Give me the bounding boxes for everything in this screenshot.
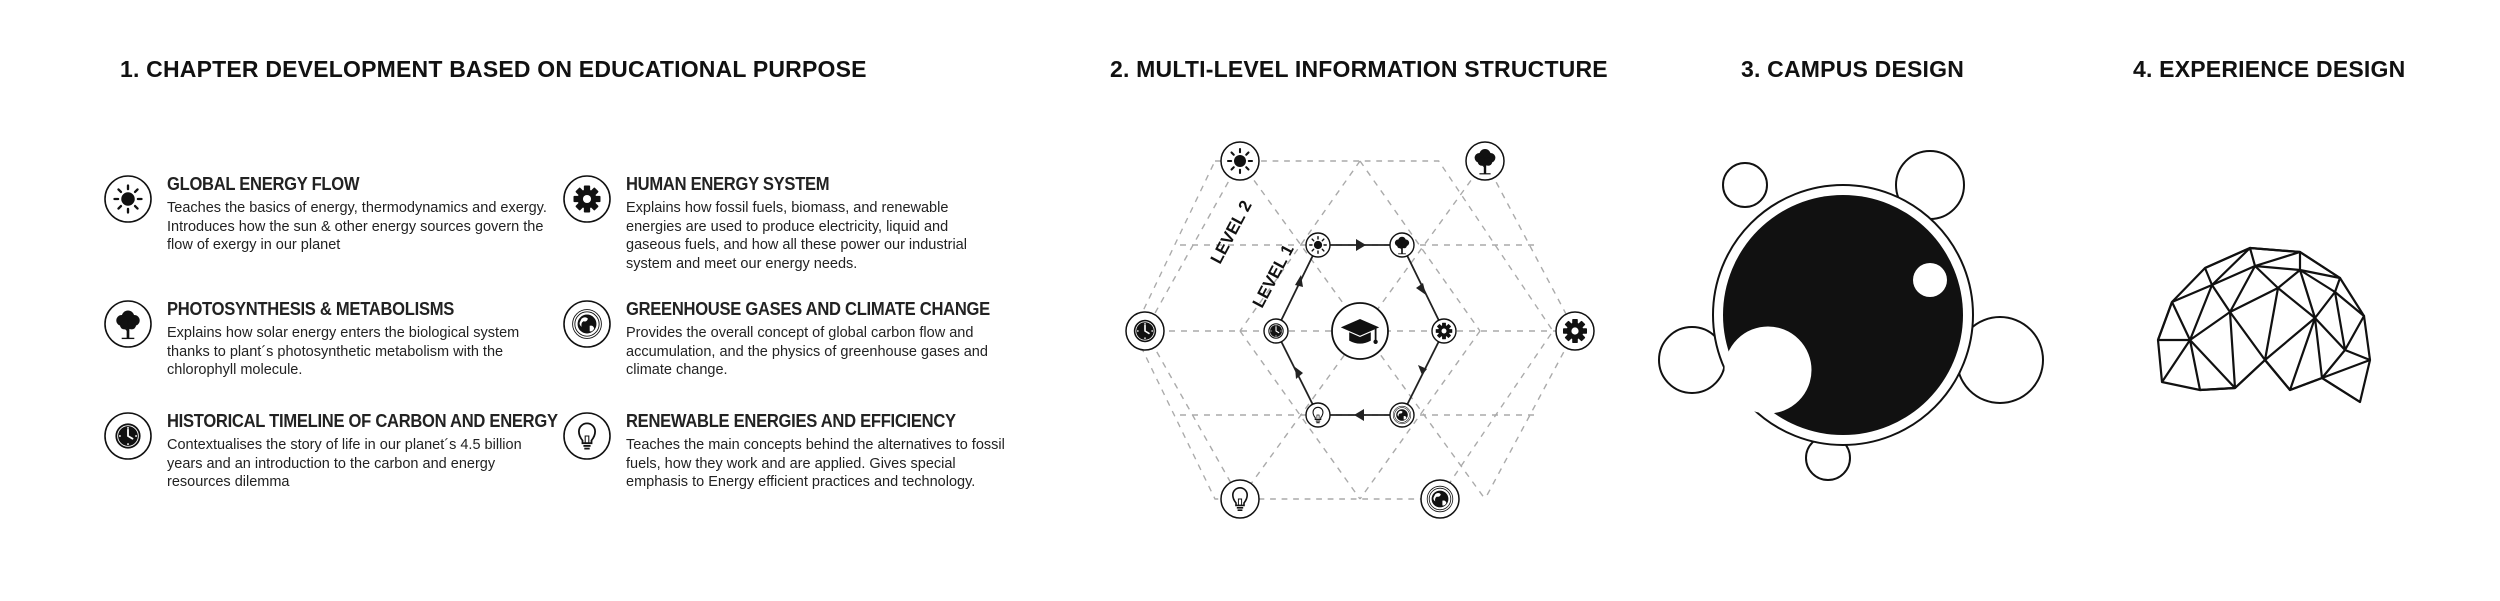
gear-icon: [563, 175, 611, 223]
structure-section-title: 2. MULTI-LEVEL INFORMATION STRUCTURE: [1110, 56, 1608, 82]
campus-section-title: 3. CAMPUS DESIGN: [1741, 56, 1965, 82]
chapter-title: PHOTOSYNTHESIS & METABOLISMS: [167, 299, 455, 319]
campus-void-small: [1913, 263, 1947, 297]
campus-void-large: [1724, 326, 1812, 414]
outer-node-sun: [1220, 141, 1260, 181]
sun-icon: [1226, 147, 1254, 175]
inner-node-globe: [1389, 402, 1415, 428]
experience-section-title: 4. EXPERIENCE DESIGN: [2133, 56, 2406, 82]
chapter-title: RENEWABLE ENERGIES AND EFFICIENCY: [626, 411, 956, 431]
clock-icon: [1267, 322, 1285, 340]
inner-node-tree: [1389, 232, 1415, 258]
level-1-arrows: [1295, 239, 1427, 421]
lightbulb-icon: [563, 412, 611, 460]
campus-design-illustration: [1658, 150, 2044, 481]
outer-node-tree: [1465, 141, 1505, 181]
chapter-title: GREENHOUSE GASES AND CLIMATE CHANGE: [626, 299, 990, 319]
chapter-description: Teaches the main concepts behind the alt…: [626, 437, 1005, 490]
clock-icon: [1133, 318, 1157, 344]
chapter-description: Explains how solar energy enters the bio…: [167, 325, 520, 378]
chapter-title: GLOBAL ENERGY FLOW: [167, 174, 360, 194]
chapter-title: HUMAN ENERGY SYSTEM: [626, 174, 830, 194]
gear-icon: [1435, 322, 1453, 340]
center-node: [1331, 302, 1389, 360]
inner-node-clock: [1263, 318, 1289, 344]
sun-icon: [104, 175, 152, 223]
globe-icon: [563, 300, 611, 348]
inner-node-gear: [1431, 318, 1457, 344]
sun-icon: [1309, 236, 1327, 254]
clock-icon: [104, 412, 152, 460]
chapter-title: HISTORICAL TIMELINE OF CARBON AND ENERGY: [167, 411, 558, 431]
tree-icon: [104, 300, 152, 348]
chapter-description: Teaches the basics of energy, thermodyna…: [167, 200, 547, 253]
chapter-description: Provides the overall concept of global c…: [626, 325, 988, 378]
gear-icon: [1563, 319, 1587, 343]
outer-node-lightbulb: [1220, 479, 1260, 519]
chapter-description: Contextualises the story of life in our …: [167, 437, 522, 490]
inner-node-sun: [1305, 232, 1331, 258]
chapter-section-title: 1. CHAPTER DEVELOPMENT BASED ON EDUCATIO…: [120, 56, 867, 82]
information-structure-diagram: LEVEL 2 LEVEL 1: [1125, 141, 1595, 519]
outer-node-gear: [1555, 311, 1595, 351]
satellite-circle: [1722, 162, 1768, 208]
chapter-description: Explains how fossil fuels, biomass, and …: [626, 200, 967, 272]
inner-node-lightbulb: [1305, 402, 1331, 428]
geodesic-dome-illustration: [2156, 246, 2372, 404]
outer-node-clock: [1125, 311, 1165, 351]
outer-node-globe: [1420, 479, 1460, 519]
